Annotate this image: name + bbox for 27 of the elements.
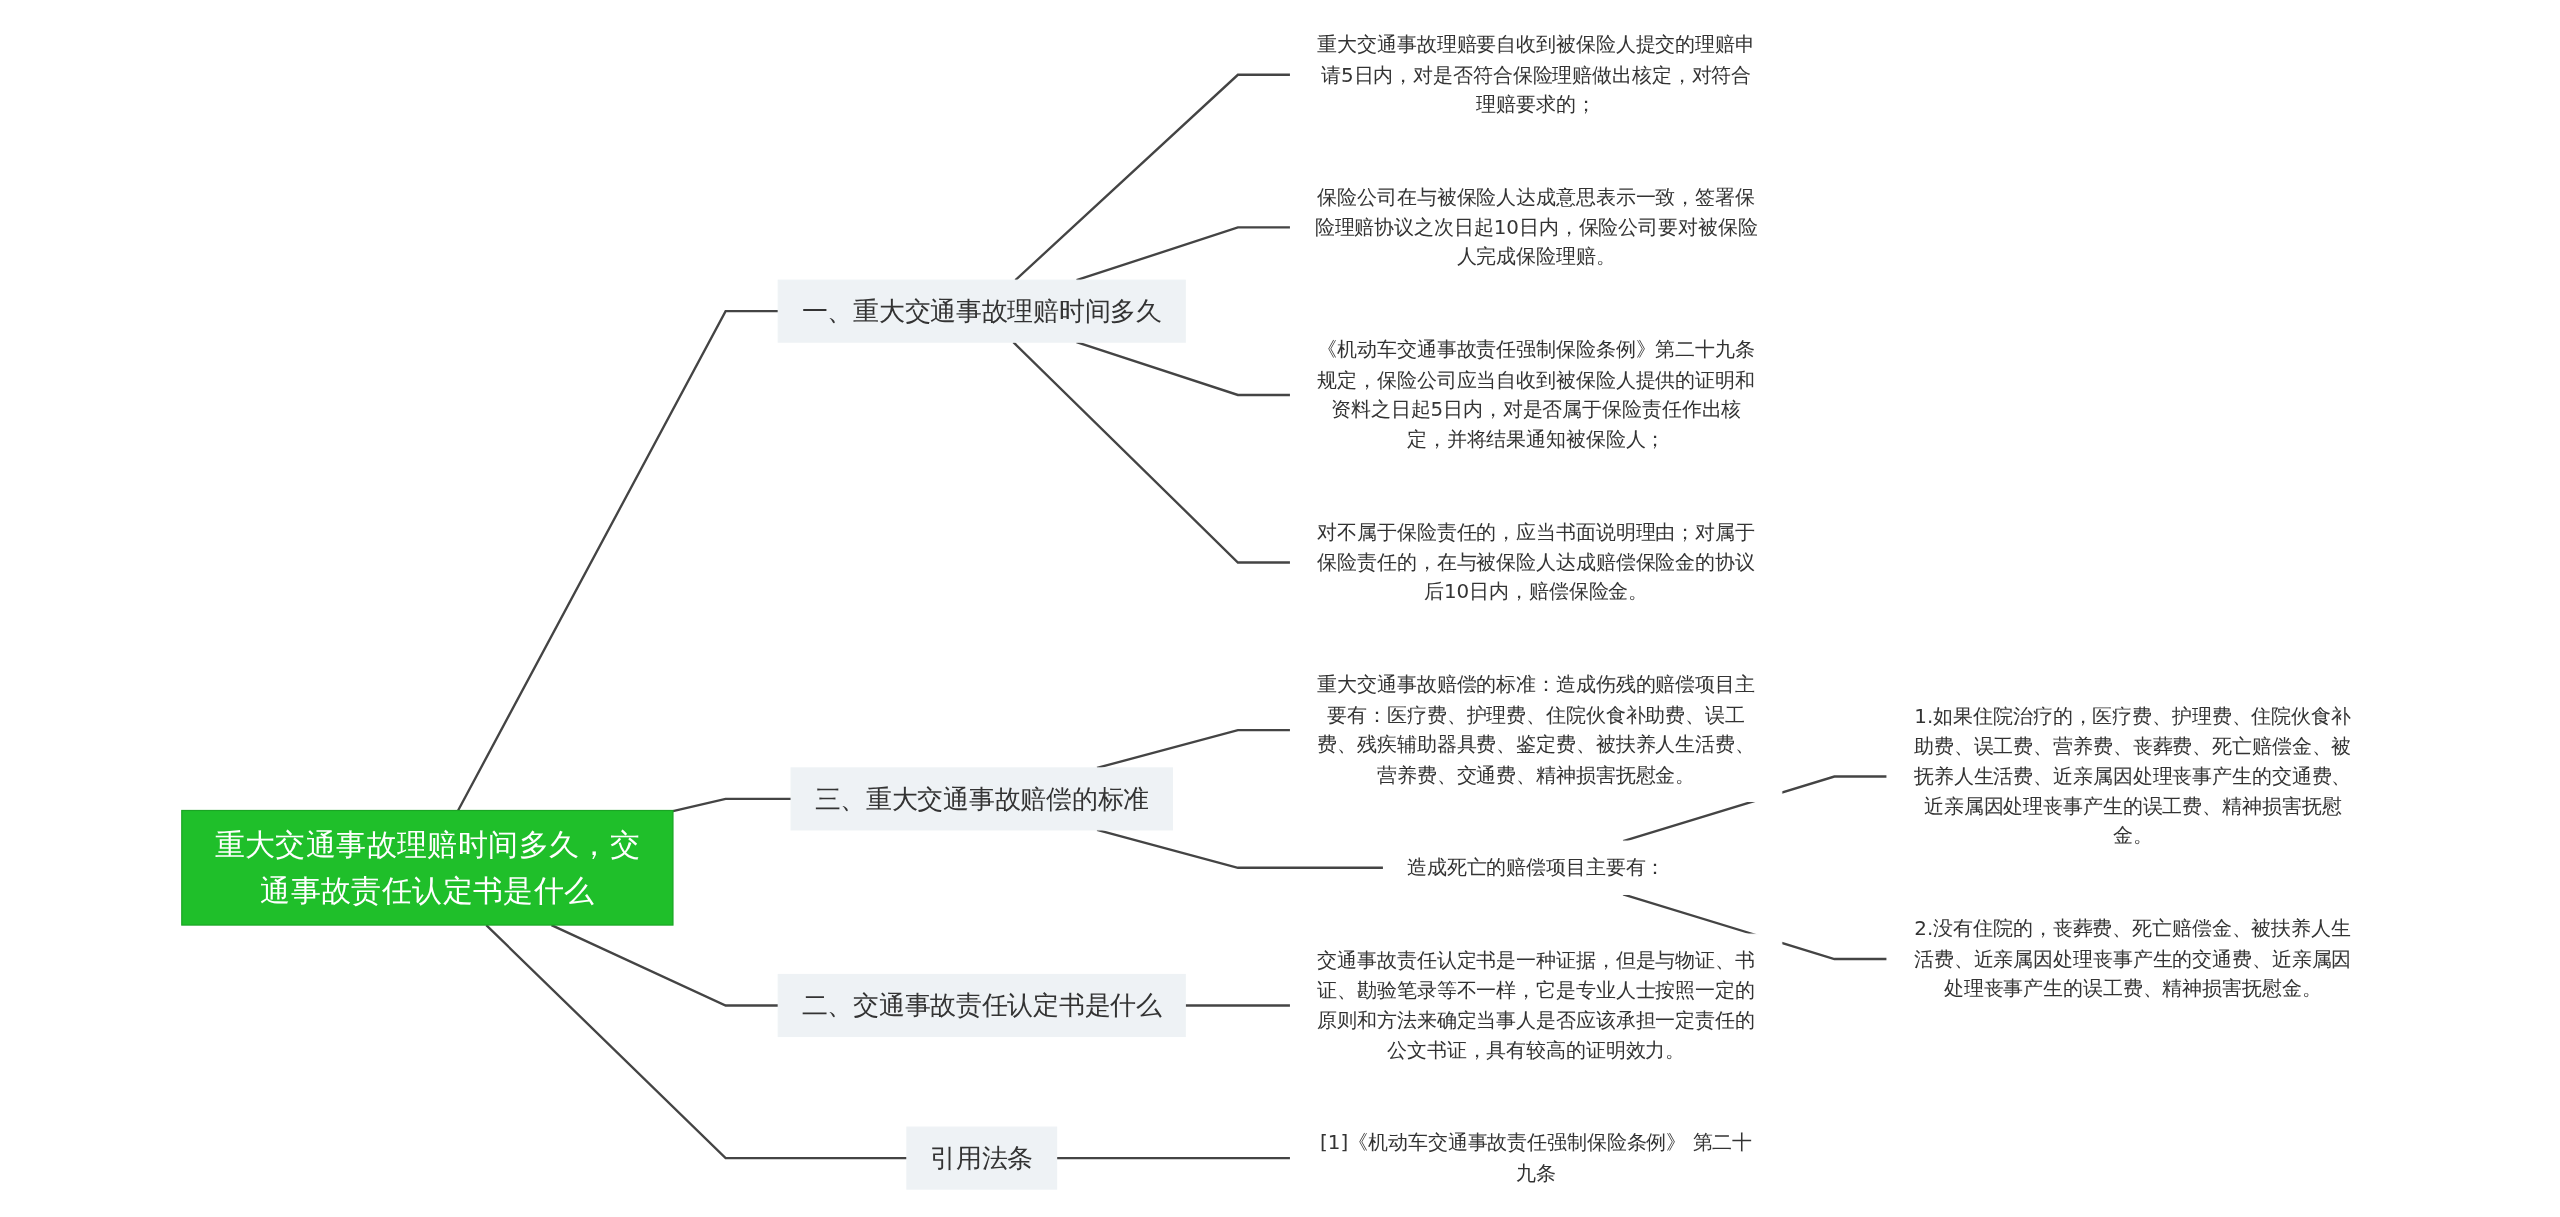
node-text: 2.没有住院的，丧葬费、死亡赔偿金、被扶养人生活费、近亲属因处理丧事产生的交通费、近亲属因处理丧事产生的误工费、精神损害抚慰金。 bbox=[1913, 916, 2352, 1000]
connector bbox=[457, 309, 779, 811]
connector bbox=[1012, 340, 1291, 564]
connector bbox=[551, 923, 779, 1007]
node-text: 交通事故责任认定书是一种证据，但是与物证、书证、勘验笔录等不一样，它是专业人士按照一定的原则和方法来确定当事人是否应该承担一定责任的公文书证，具有较高的证明效力。 bbox=[1317, 947, 1755, 1061]
node-box: 三、重大交通事故赔偿的标准 bbox=[790, 766, 1173, 830]
connector bbox=[1076, 340, 1291, 396]
connector bbox=[485, 923, 907, 1159]
node-text: 对不属于保险责任的，应当书面说明理由；对属于保险责任的，在与被保险人达成赔偿保险金的协议后10日内，赔偿保险金。 bbox=[1317, 519, 1755, 603]
node-text: 重大交通事故赔偿的标准：造成伤残的赔偿项目主要有：医疗费、护理费、住院伙食补助费、误工费、残疾辅助器具费、鉴定费、被扶养人生活费、营养费、交通费、精神损害抚慰金。 bbox=[1317, 672, 1755, 786]
node-text: [1]《机动车交通事故责任强制保险条例》 第二十九条 bbox=[1320, 1130, 1753, 1184]
node-text: 造成死亡的赔偿项目主要有： bbox=[1406, 854, 1666, 879]
connector bbox=[1014, 73, 1291, 281]
node-text: 重大交通事故理赔要自收到被保险人提交的理赔申请5日内，对是否符合保险理赔做出核定，对符合理赔要求的； bbox=[1317, 31, 1755, 115]
node-box: 引用法条 bbox=[906, 1126, 1058, 1190]
node-text: 保险公司在与被保险人达成意思表示一致，签署保险理赔协议之次日起10日内，保险公司要对被保险人完成保险理赔。 bbox=[1314, 184, 1758, 268]
connector bbox=[672, 797, 792, 812]
node-text: 《机动车交通事故责任强制保险条例》第二十九条规定，保险公司应当自收到被保险人提供的证明和资料之日起5日内，对是否属于保险责任作出核定，并将结果通知被保险人； bbox=[1317, 337, 1755, 451]
connector bbox=[1622, 892, 1887, 960]
node-box: 一、重大交通事故理赔时间多久 bbox=[777, 279, 1186, 343]
node-text: 1.如果住院治疗的，医疗费、护理费、住院伙食补助费、误工费、营养费、丧葬费、死亡赔偿金、被抚养人生活费、近亲属因处理丧事产生的交通费、近亲属因处理丧事产生的误工费、精神损害抚慰金。 bbox=[1913, 703, 2352, 847]
node-box: 重大交通事故理赔时间多久，交通事故责任认定书是什么 bbox=[181, 809, 674, 926]
connector bbox=[1056, 1156, 1291, 1159]
connector bbox=[1096, 828, 1384, 869]
connector bbox=[1185, 1003, 1291, 1007]
connector bbox=[1076, 225, 1291, 281]
node-box: 二、交通事故责任认定书是什么 bbox=[777, 973, 1186, 1037]
